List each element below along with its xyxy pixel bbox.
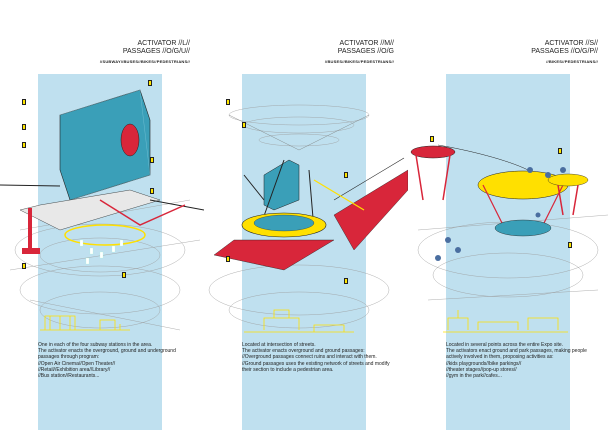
activator-title: ACTIVATOR //L//	[137, 40, 190, 47]
desc-line: //Bus station//Restaurants...	[38, 373, 100, 380]
desc-line: One in each of the four subway stations …	[38, 342, 153, 348]
tag	[22, 142, 26, 148]
tag	[568, 242, 572, 248]
tag	[558, 148, 562, 154]
desc-line: //Open Air Cinema//Open Theater//	[38, 360, 116, 367]
tag	[226, 99, 230, 105]
tag	[122, 272, 126, 278]
desc-line: //theater stages//pop-up stores//	[446, 366, 517, 373]
activator-title: ACTIVATOR //S//	[544, 40, 598, 47]
blue-band	[446, 74, 570, 430]
panel-header: ACTIVATOR //L// PASSAGES //O/G/U// //SUB…	[100, 40, 190, 66]
desc-line: //Ground passages uses the existing netw…	[242, 360, 390, 373]
tag	[22, 99, 26, 105]
passages-title: PASSAGES //O/G	[337, 48, 394, 55]
activator-title: ACTIVATOR //M//	[339, 40, 394, 47]
panel-description: Located in several points across the ent…	[446, 342, 596, 379]
modes-list: //SUBWAY//BUSES//BIKES//PEDESTRIANS//	[99, 59, 190, 64]
tag	[344, 278, 348, 284]
desc-line: Located at intersection of streets.	[242, 342, 316, 348]
panel-header: ACTIVATOR //M// PASSAGES //O/G //BUSES//…	[325, 40, 394, 66]
passages-title: PASSAGES //O/G/P//	[531, 48, 598, 55]
activator-m-panel: ACTIVATOR //M// PASSAGES //O/G //BUSES//…	[204, 0, 408, 433]
tag	[148, 80, 152, 86]
desc-line: //gym in the park//cafes...	[446, 373, 502, 380]
desc-line: //kids playgrounds//bike parkings//	[446, 360, 522, 367]
activator-l-panel: ACTIVATOR //L// PASSAGES //O/G/U// //SUB…	[0, 0, 204, 433]
passages-title: PASSAGES //O/G/U//	[122, 48, 190, 55]
panel-header: ACTIVATOR //S// PASSAGES //O/G/P// //BIK…	[531, 40, 598, 66]
tag	[430, 136, 434, 142]
desc-line: The activator enacts the overground, gro…	[38, 348, 176, 361]
desc-line: The activators enact ground and park pas…	[446, 348, 587, 361]
panel-description: Located at intersection of streets. The …	[242, 342, 392, 373]
tag	[22, 263, 26, 269]
desc-line: //Overground passages connect ruins and …	[242, 354, 377, 361]
tag	[344, 172, 348, 178]
modes-list: //BIKES//PEDESTRIANS//	[546, 59, 598, 64]
tag	[150, 157, 154, 163]
panel-description: One in each of the four subway stations …	[38, 342, 188, 379]
activator-s-panel: ACTIVATOR //S// PASSAGES //O/G/P// //BIK…	[408, 0, 612, 433]
activator-m-illustration	[208, 104, 408, 333]
desc-line: //Retail//Exhibition area//Library//	[38, 366, 111, 373]
tag	[150, 188, 154, 194]
activator-l-illustration	[0, 89, 204, 331]
tag	[226, 256, 230, 262]
modes-list: //BUSES//BIKES//PEDESTRIANS//	[324, 59, 394, 64]
tag	[22, 124, 26, 130]
tag	[242, 122, 246, 128]
desc-line: The activator enacts overground and grou…	[242, 348, 365, 355]
desc-line: Located in several points across the ent…	[446, 342, 564, 348]
activator-s-illustration	[410, 144, 609, 333]
